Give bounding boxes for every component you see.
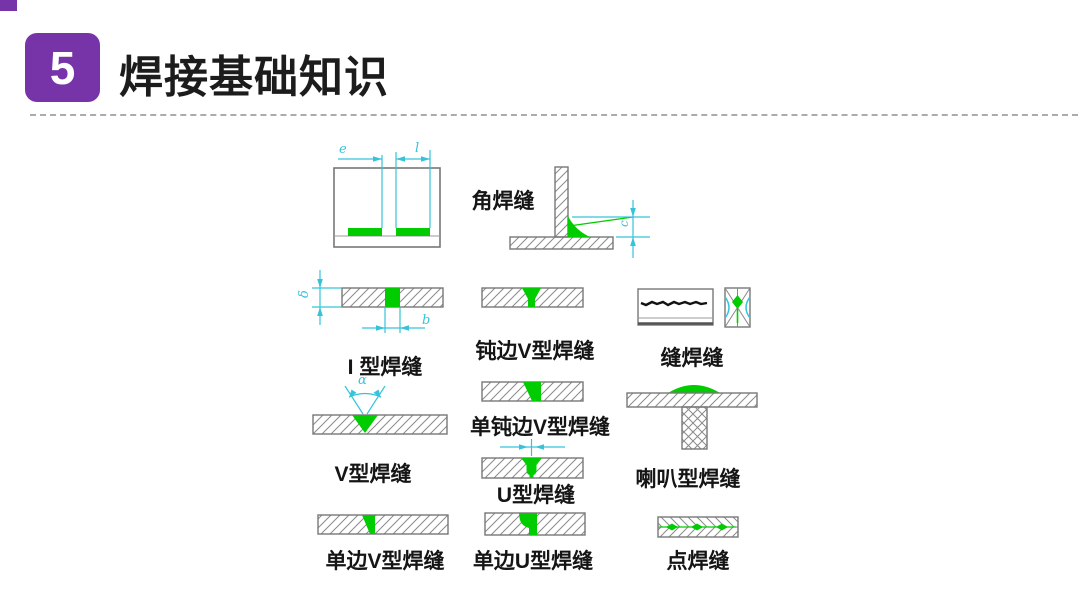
dim-e-label: e bbox=[339, 142, 347, 157]
seam-weld-plan-diagram: e l bbox=[333, 141, 441, 248]
flare-weld-diagram bbox=[626, 385, 758, 450]
single-blunt-v-weld-diagram bbox=[481, 381, 584, 402]
dim-thickness-label: δ bbox=[297, 290, 312, 298]
label-single-v-weld: 单边V型焊缝 bbox=[325, 550, 445, 573]
label-i-weld: I 型焊缝 bbox=[347, 356, 423, 379]
label-flare-weld: 喇叭型焊缝 bbox=[635, 468, 741, 491]
dim-gap-label: b bbox=[422, 313, 430, 328]
header-divider bbox=[30, 114, 1078, 116]
v-weld-diagram: α bbox=[312, 373, 448, 435]
label-fillet-weld: 角焊缝 bbox=[471, 190, 535, 213]
u-weld-diagram bbox=[481, 439, 584, 479]
fillet-weld-diagram: c bbox=[509, 166, 650, 258]
label-seam-weld: 缝焊缝 bbox=[660, 347, 724, 370]
single-v-weld-diagram bbox=[317, 514, 449, 535]
dim-l-label: l bbox=[415, 141, 419, 156]
single-u-weld-diagram bbox=[484, 512, 586, 536]
label-single-blunt-v-weld: 单钝边V型焊缝 bbox=[469, 416, 611, 439]
i-weld-diagram: δ b bbox=[297, 270, 444, 333]
spot-weld-diagram bbox=[657, 516, 739, 538]
label-u-weld: U型焊缝 bbox=[496, 484, 576, 507]
dim-angle-label: α bbox=[358, 373, 367, 388]
blunt-v-weld-diagram bbox=[481, 287, 584, 308]
seam-weld-diagram bbox=[637, 287, 751, 328]
corner-accent bbox=[0, 0, 17, 11]
slide-number: 5 bbox=[49, 41, 76, 94]
page-title: 焊接基础知识 bbox=[119, 53, 389, 102]
label-blunt-v-weld: 钝边V型焊缝 bbox=[475, 340, 595, 363]
label-single-u-weld: 单边U型焊缝 bbox=[472, 550, 594, 573]
label-v-weld: V型焊缝 bbox=[334, 463, 412, 486]
label-spot-weld: 点焊缝 bbox=[666, 550, 730, 573]
dim-leg-label: c bbox=[617, 220, 631, 227]
slide-number-badge: 5 bbox=[25, 33, 100, 102]
